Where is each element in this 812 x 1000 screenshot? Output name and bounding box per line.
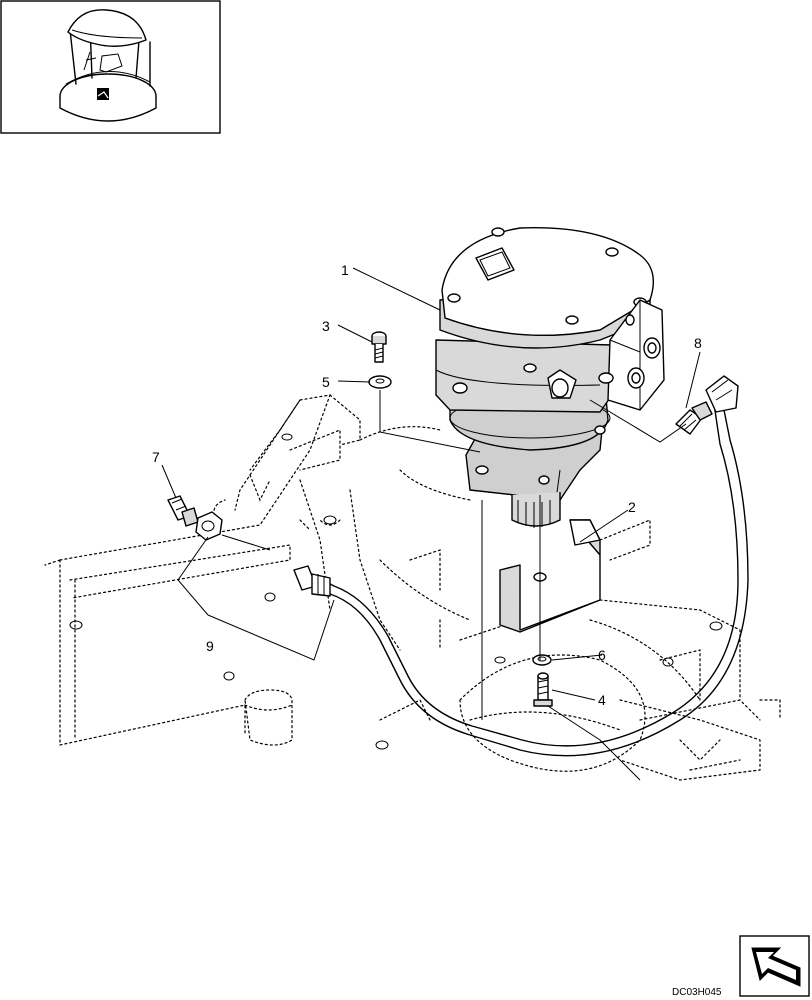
- washer-item-5: [368, 375, 392, 389]
- callout-8: 8: [694, 335, 702, 351]
- callout-4: 4: [598, 692, 606, 708]
- callout-7: 7: [152, 449, 160, 465]
- callout-1: 1: [341, 262, 349, 278]
- washer-item-6: [532, 654, 552, 666]
- callout-3: 3: [322, 318, 330, 334]
- machine-locator-icon: [0, 0, 221, 134]
- callout-6: 6: [598, 647, 606, 663]
- hose: [293, 375, 749, 757]
- nut-item-9: [195, 511, 223, 541]
- callout-5: 5: [322, 374, 330, 390]
- fitting-item-8: [675, 401, 713, 435]
- bolt-item-4: [533, 672, 553, 707]
- frame-bolt-holes: [69, 433, 723, 750]
- bracket: [499, 519, 601, 633]
- leader-lines: [161, 267, 701, 781]
- next-page-arrow-icon[interactable]: [739, 935, 810, 997]
- callout-labels: 1 2 3 4 5 6 7 8 9: [152, 262, 702, 708]
- bolt-item-3: [371, 331, 387, 363]
- fitting-item-7: [167, 495, 199, 527]
- swing-motor: [435, 227, 665, 528]
- reference-code: DC03H045: [672, 987, 722, 998]
- callout-9: 9: [206, 638, 214, 654]
- callout-2: 2: [628, 499, 636, 515]
